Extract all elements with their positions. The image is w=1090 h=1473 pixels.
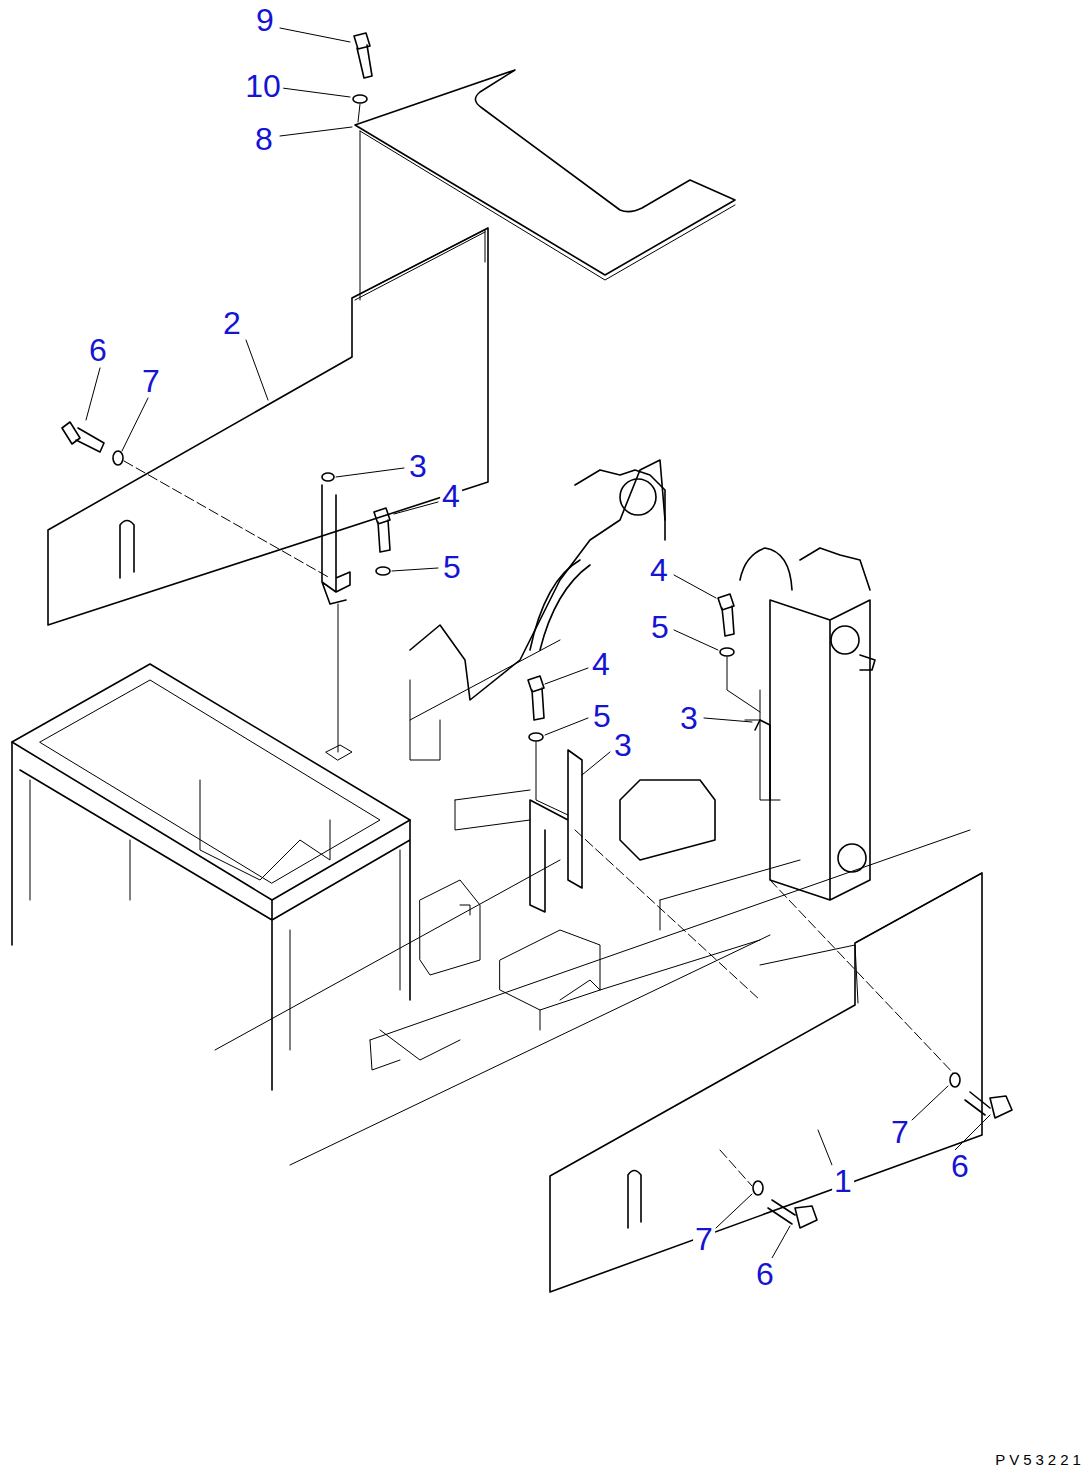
- callout-number: 6: [87, 334, 109, 366]
- callout-number: 3: [407, 450, 429, 482]
- callout-number: 4: [440, 480, 462, 512]
- drawing-number: PV53221: [993, 1452, 1087, 1467]
- callout-number: 5: [649, 611, 671, 643]
- callout-number: 2: [221, 307, 243, 339]
- callout-number: 5: [441, 551, 463, 583]
- callout-number: 3: [678, 702, 700, 734]
- callout-number: 8: [253, 123, 275, 155]
- callout-number: 3: [612, 729, 634, 761]
- callout-number: 1: [832, 1165, 854, 1197]
- callout-number: 10: [243, 70, 283, 102]
- callout-number: 4: [590, 648, 612, 680]
- callout-number: 7: [140, 365, 162, 397]
- callout-number: 6: [754, 1258, 776, 1290]
- callout-number: 9: [254, 4, 276, 36]
- callout-number: 7: [889, 1116, 911, 1148]
- callout-number: 7: [693, 1223, 715, 1255]
- callout-number: 6: [949, 1150, 971, 1182]
- callout-number: 4: [648, 554, 670, 586]
- callout-number: 5: [591, 700, 613, 732]
